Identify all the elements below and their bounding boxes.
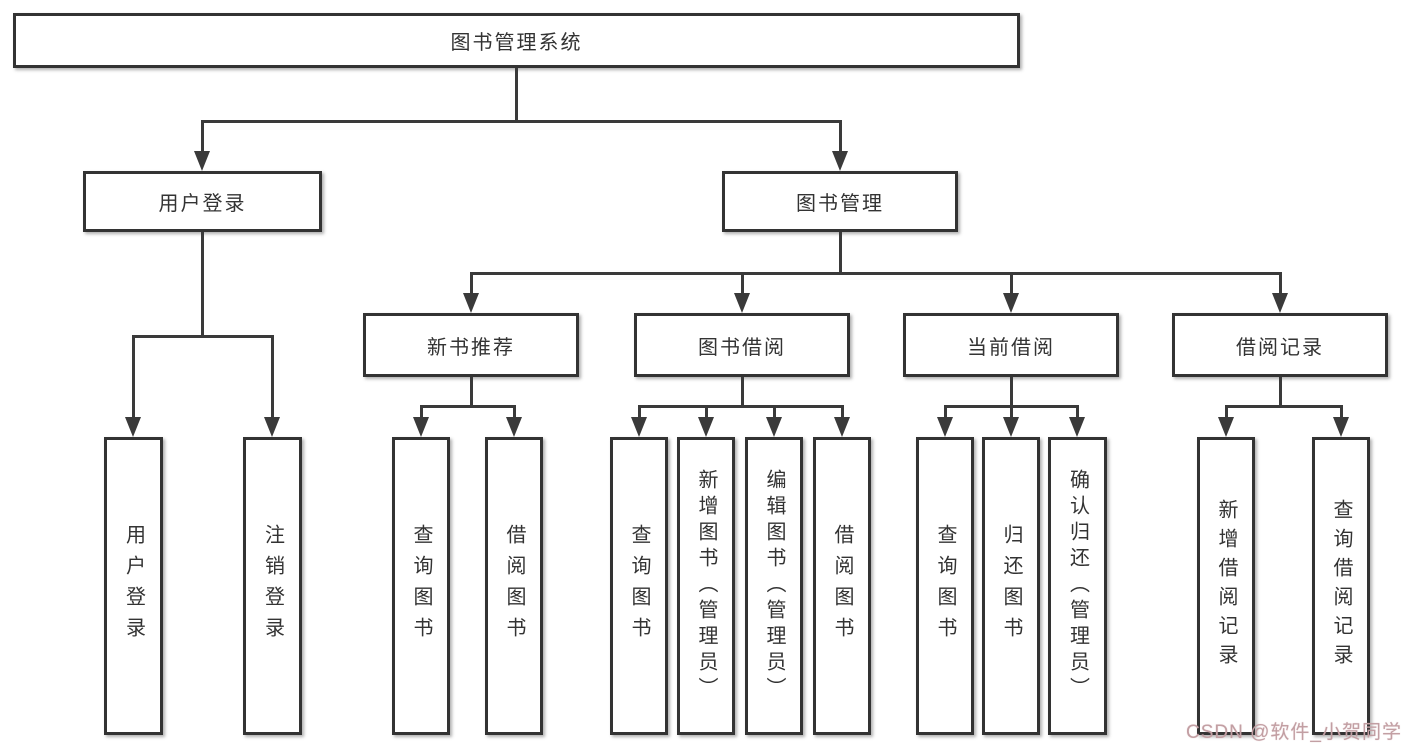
connector-line — [1225, 405, 1343, 408]
arrow-down-icon — [937, 417, 953, 437]
arrow-down-icon — [631, 417, 647, 437]
leaf-borrow-books: 借阅图书 — [813, 437, 871, 735]
leaf-query-borrow-record: 查询借阅记录 — [1312, 437, 1370, 735]
connector-line — [420, 405, 516, 408]
leaf-user-login: 用户登录 — [104, 437, 163, 735]
connector-line — [1076, 405, 1079, 417]
connector-line — [1225, 405, 1228, 417]
leaf-confirm-return-admin: 确认归还（管理员） — [1048, 437, 1107, 735]
connector-line — [201, 120, 204, 153]
arrow-down-icon — [832, 151, 848, 171]
leaf-query-books-current: 查询图书 — [916, 437, 974, 735]
node-user-login: 用户登录 — [83, 171, 322, 232]
connector-line — [1279, 272, 1282, 294]
leaf-borrow-books-recommend: 借阅图书 — [485, 437, 543, 735]
arrow-down-icon — [766, 417, 782, 437]
arrow-down-icon — [698, 417, 714, 437]
connector-line — [271, 335, 274, 417]
arrow-down-icon — [264, 417, 280, 437]
connector-line — [705, 405, 708, 417]
node-library-management-system: 图书管理系统 — [13, 13, 1020, 68]
arrow-down-icon — [125, 417, 141, 437]
connector-line — [638, 405, 641, 417]
connector-line — [741, 377, 744, 407]
arrow-down-icon — [1218, 417, 1234, 437]
arrow-down-icon — [413, 417, 429, 437]
connector-line — [944, 405, 947, 417]
connector-line — [1010, 377, 1013, 407]
connector-line — [132, 335, 135, 417]
leaf-return-books: 归还图书 — [982, 437, 1040, 735]
arrow-down-icon — [463, 293, 479, 313]
watermark-text: CSDN @软件_小贺同学 — [1186, 722, 1402, 743]
connector-line — [1010, 272, 1013, 294]
connector-line — [1279, 377, 1282, 407]
arrow-down-icon — [506, 417, 522, 437]
connector-line — [513, 405, 516, 417]
node-book-borrowing: 图书借阅 — [634, 313, 850, 377]
connector-line — [470, 272, 1282, 275]
connector-line — [420, 405, 423, 417]
leaf-add-books-admin: 新增图书（管理员） — [677, 437, 735, 735]
connector-line — [515, 68, 518, 123]
connector-line — [470, 377, 473, 407]
connector-line — [132, 335, 274, 338]
node-borrowing-records: 借阅记录 — [1172, 313, 1388, 377]
arrow-down-icon — [1003, 293, 1019, 313]
connector-line — [470, 272, 473, 294]
connector-line — [201, 120, 842, 123]
connector-line — [1010, 405, 1013, 417]
arrow-down-icon — [1333, 417, 1349, 437]
node-book-management: 图书管理 — [722, 171, 958, 232]
connector-line — [839, 120, 842, 153]
connector-line — [773, 405, 776, 417]
arrow-down-icon — [734, 293, 750, 313]
leaf-add-borrow-record: 新增借阅记录 — [1197, 437, 1255, 735]
leaf-edit-books-admin: 编辑图书（管理员） — [745, 437, 803, 735]
arrow-down-icon — [834, 417, 850, 437]
node-current-borrowing: 当前借阅 — [903, 313, 1119, 377]
leaf-query-books-borrow: 查询图书 — [610, 437, 668, 735]
leaf-logout: 注销登录 — [243, 437, 302, 735]
connector-line — [201, 232, 204, 338]
connector-line — [1340, 405, 1343, 417]
connector-line — [741, 272, 744, 294]
node-new-book-recommendation: 新书推荐 — [363, 313, 579, 377]
arrow-down-icon — [1069, 417, 1085, 437]
leaf-query-books-recommend: 查询图书 — [392, 437, 450, 735]
arrow-down-icon — [1272, 293, 1288, 313]
arrow-down-icon — [1003, 417, 1019, 437]
connector-line — [841, 405, 844, 417]
connector-line — [839, 232, 842, 274]
connector-line — [638, 405, 844, 408]
arrow-down-icon — [194, 151, 210, 171]
